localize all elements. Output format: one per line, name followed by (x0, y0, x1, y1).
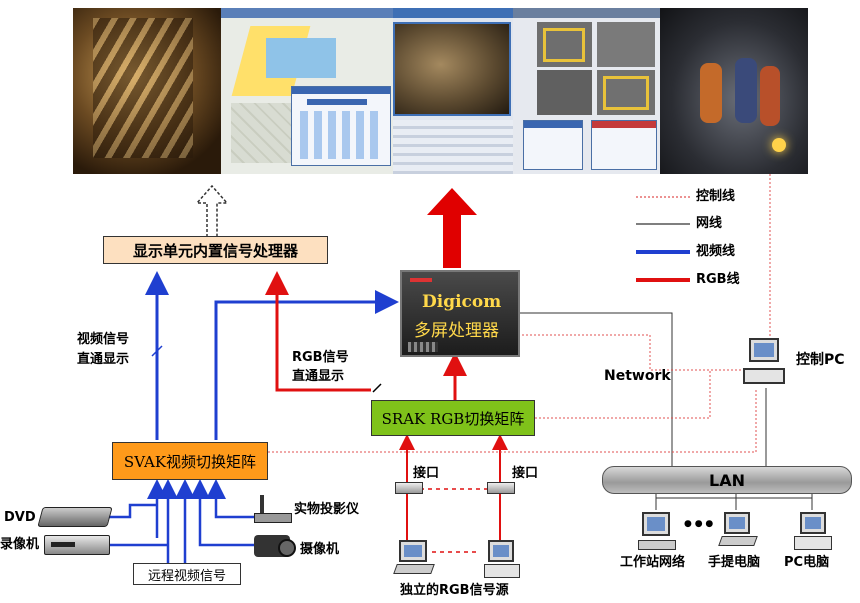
laptop-icon (718, 512, 758, 548)
camera-icon (254, 535, 296, 557)
vcr-icon (44, 535, 110, 555)
camera-grid-screen (513, 8, 660, 174)
workstation-label: 工作站网络 (620, 555, 686, 570)
output-arrow-outline (195, 184, 229, 237)
rgb-source-laptop-icon (393, 540, 435, 576)
remote-video-box: 远程视频信号 (133, 563, 241, 585)
independent-rgb-label: 独立的RGB信号源 (400, 583, 509, 598)
srak-rgb-matrix: SRAK RGB切换矩阵 (371, 400, 535, 436)
control-pc-icon (743, 338, 785, 388)
pc-label: PC电脑 (784, 555, 830, 570)
processor-brand: Digicom (422, 292, 502, 312)
network-label: Network (604, 368, 671, 384)
dvd-label: DVD (4, 510, 36, 525)
miners-photo (660, 8, 808, 174)
video-direct-line2: 直通显示 (77, 352, 130, 367)
interface-right-label: 接口 (512, 466, 539, 481)
camera-label: 摄像机 (300, 542, 340, 557)
output-arrow-red (427, 188, 477, 268)
processor-label: 多屏处理器 (414, 321, 499, 341)
dvd-player-icon (37, 507, 113, 527)
video-direct-line1: 视频信号 (77, 332, 130, 347)
rgb-direct-line2: 直通显示 (292, 369, 345, 384)
multiscreen-processor: Digicom 多屏处理器 (400, 270, 520, 357)
legend-video: 视频线 (696, 244, 736, 259)
laptop-label: 手提电脑 (708, 555, 761, 570)
svak-video-matrix: SVAK视频切换矩阵 (112, 442, 268, 480)
lan-bus: LAN (602, 466, 852, 494)
rgb-source-pc-icon (484, 540, 520, 578)
lan-label: LAN (709, 470, 745, 490)
mine-equipment-photo (73, 8, 221, 174)
workstation-icon (638, 512, 676, 550)
legend-control: 控制线 (696, 189, 736, 204)
interface-right-icon (487, 482, 515, 494)
rgb-direct-line1: RGB信号 (292, 350, 349, 365)
legend-rgb: RGB线 (696, 272, 740, 287)
visualizer-icon (254, 495, 292, 523)
gis-map-screen (221, 8, 393, 174)
interface-left-icon (395, 482, 423, 494)
mine-tunnel-video (393, 22, 511, 116)
video-wall (73, 8, 808, 174)
control-pc-label: 控制PC (796, 352, 845, 368)
interface-left-label: 接口 (413, 466, 440, 481)
pc-icon (794, 512, 832, 550)
legend-network: 网线 (696, 216, 723, 231)
builtin-signal-processor: 显示单元内置信号处理器 (103, 236, 328, 264)
vcr-label: 录像机 (0, 537, 40, 552)
visualizer-label: 实物投影仪 (294, 502, 360, 517)
lan-ellipsis: ● ● ● (684, 519, 714, 529)
